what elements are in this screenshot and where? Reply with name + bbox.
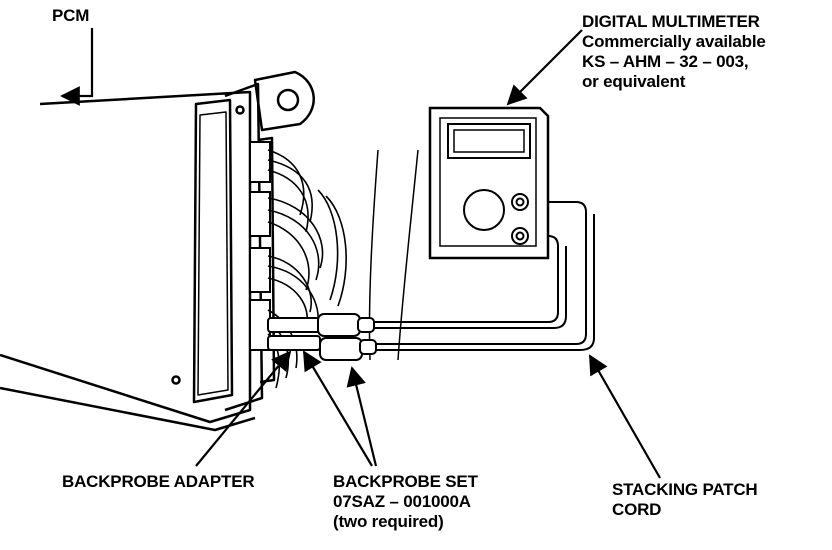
bracket-lines [368,149,419,361]
backprobe-set-label-line3: (two required) [333,512,444,531]
backprobe-probes [267,313,377,361]
backprobe-set-label-line2: 07SAZ – 001000A [333,492,471,511]
pcm-leader [60,28,94,106]
backprobe-set-label-line1: BACKPROBE SET [333,472,478,491]
pcm-connectors [249,141,271,351]
pcm-label-text: PCM [52,6,90,25]
patch-cords [374,201,595,351]
patch-cord-label-line1: STACKING PATCH [612,480,758,499]
pcm-label: PCM [52,6,89,26]
multimeter-label: DIGITAL MULTIMETER Commercially availabl… [582,12,766,92]
digital-multimeter [428,106,550,260]
cord-leader [589,354,661,479]
multimeter-label-line2: Commercially available [582,32,766,51]
backprobe-adapter-label-text: BACKPROBE ADAPTER [62,472,255,491]
leader-arrows [60,28,661,479]
multimeter-label-line4: or equivalent [582,72,686,91]
multimeter-leader [506,29,583,106]
backprobe-adapter-label: BACKPROBE ADAPTER [62,472,255,492]
backprobe-set-label: BACKPROBE SET 07SAZ – 001000A (two requi… [333,472,478,532]
patch-cord-label: STACKING PATCH CORD [612,480,758,520]
adapter-leader [195,350,292,467]
set-leader-2 [346,366,378,467]
patch-cord-label-line2: CORD [612,500,662,519]
pcm-unit [0,70,315,432]
set-leader-1 [302,350,373,467]
multimeter-label-line1: DIGITAL MULTIMETER [582,12,760,31]
multimeter-label-line3: KS – AHM – 32 – 003, [582,52,749,71]
